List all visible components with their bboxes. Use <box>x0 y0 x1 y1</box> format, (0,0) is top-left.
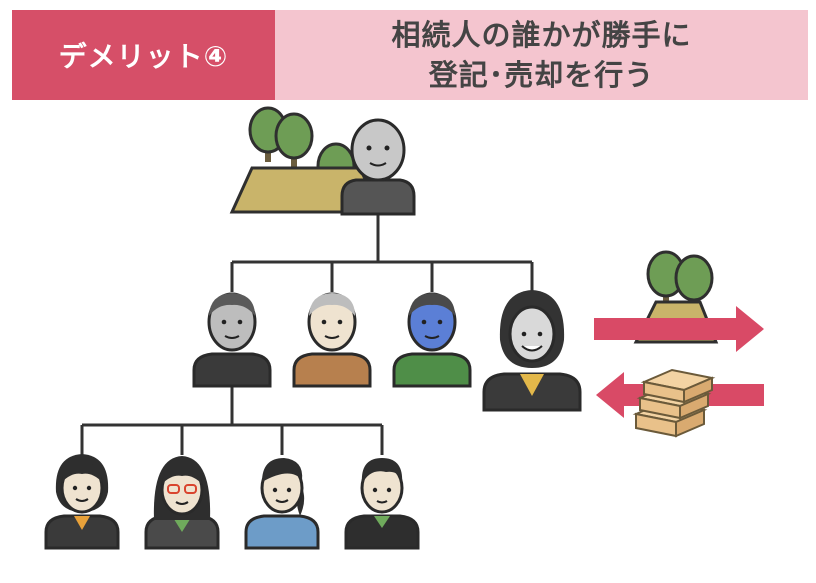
heir-person-2 <box>292 292 372 388</box>
heir-person-4-selling <box>482 290 582 412</box>
header-banner: デメリット④ 相続人の誰かが勝手に 登記･売却を行う <box>12 10 808 100</box>
grandchild-person-4 <box>344 458 420 550</box>
title-line-1: 相続人の誰かが勝手に <box>391 18 692 52</box>
demerit-label: デメリット④ <box>12 10 275 100</box>
grandchild-person-3 <box>244 458 320 550</box>
banner-title: 相続人の誰かが勝手に 登記･売却を行う <box>275 10 808 100</box>
heir-person-1 <box>192 292 272 388</box>
grandchild-person-1 <box>44 454 120 550</box>
deceased-person-avatar <box>340 118 416 216</box>
money-bundle-icon <box>632 368 716 438</box>
heir-person-3 <box>392 292 472 388</box>
grandchild-person-2 <box>144 456 220 550</box>
family-tree-lines <box>80 212 534 455</box>
title-line-2: 登記･売却を行う <box>428 58 655 92</box>
arrow-right-icon <box>594 306 764 352</box>
